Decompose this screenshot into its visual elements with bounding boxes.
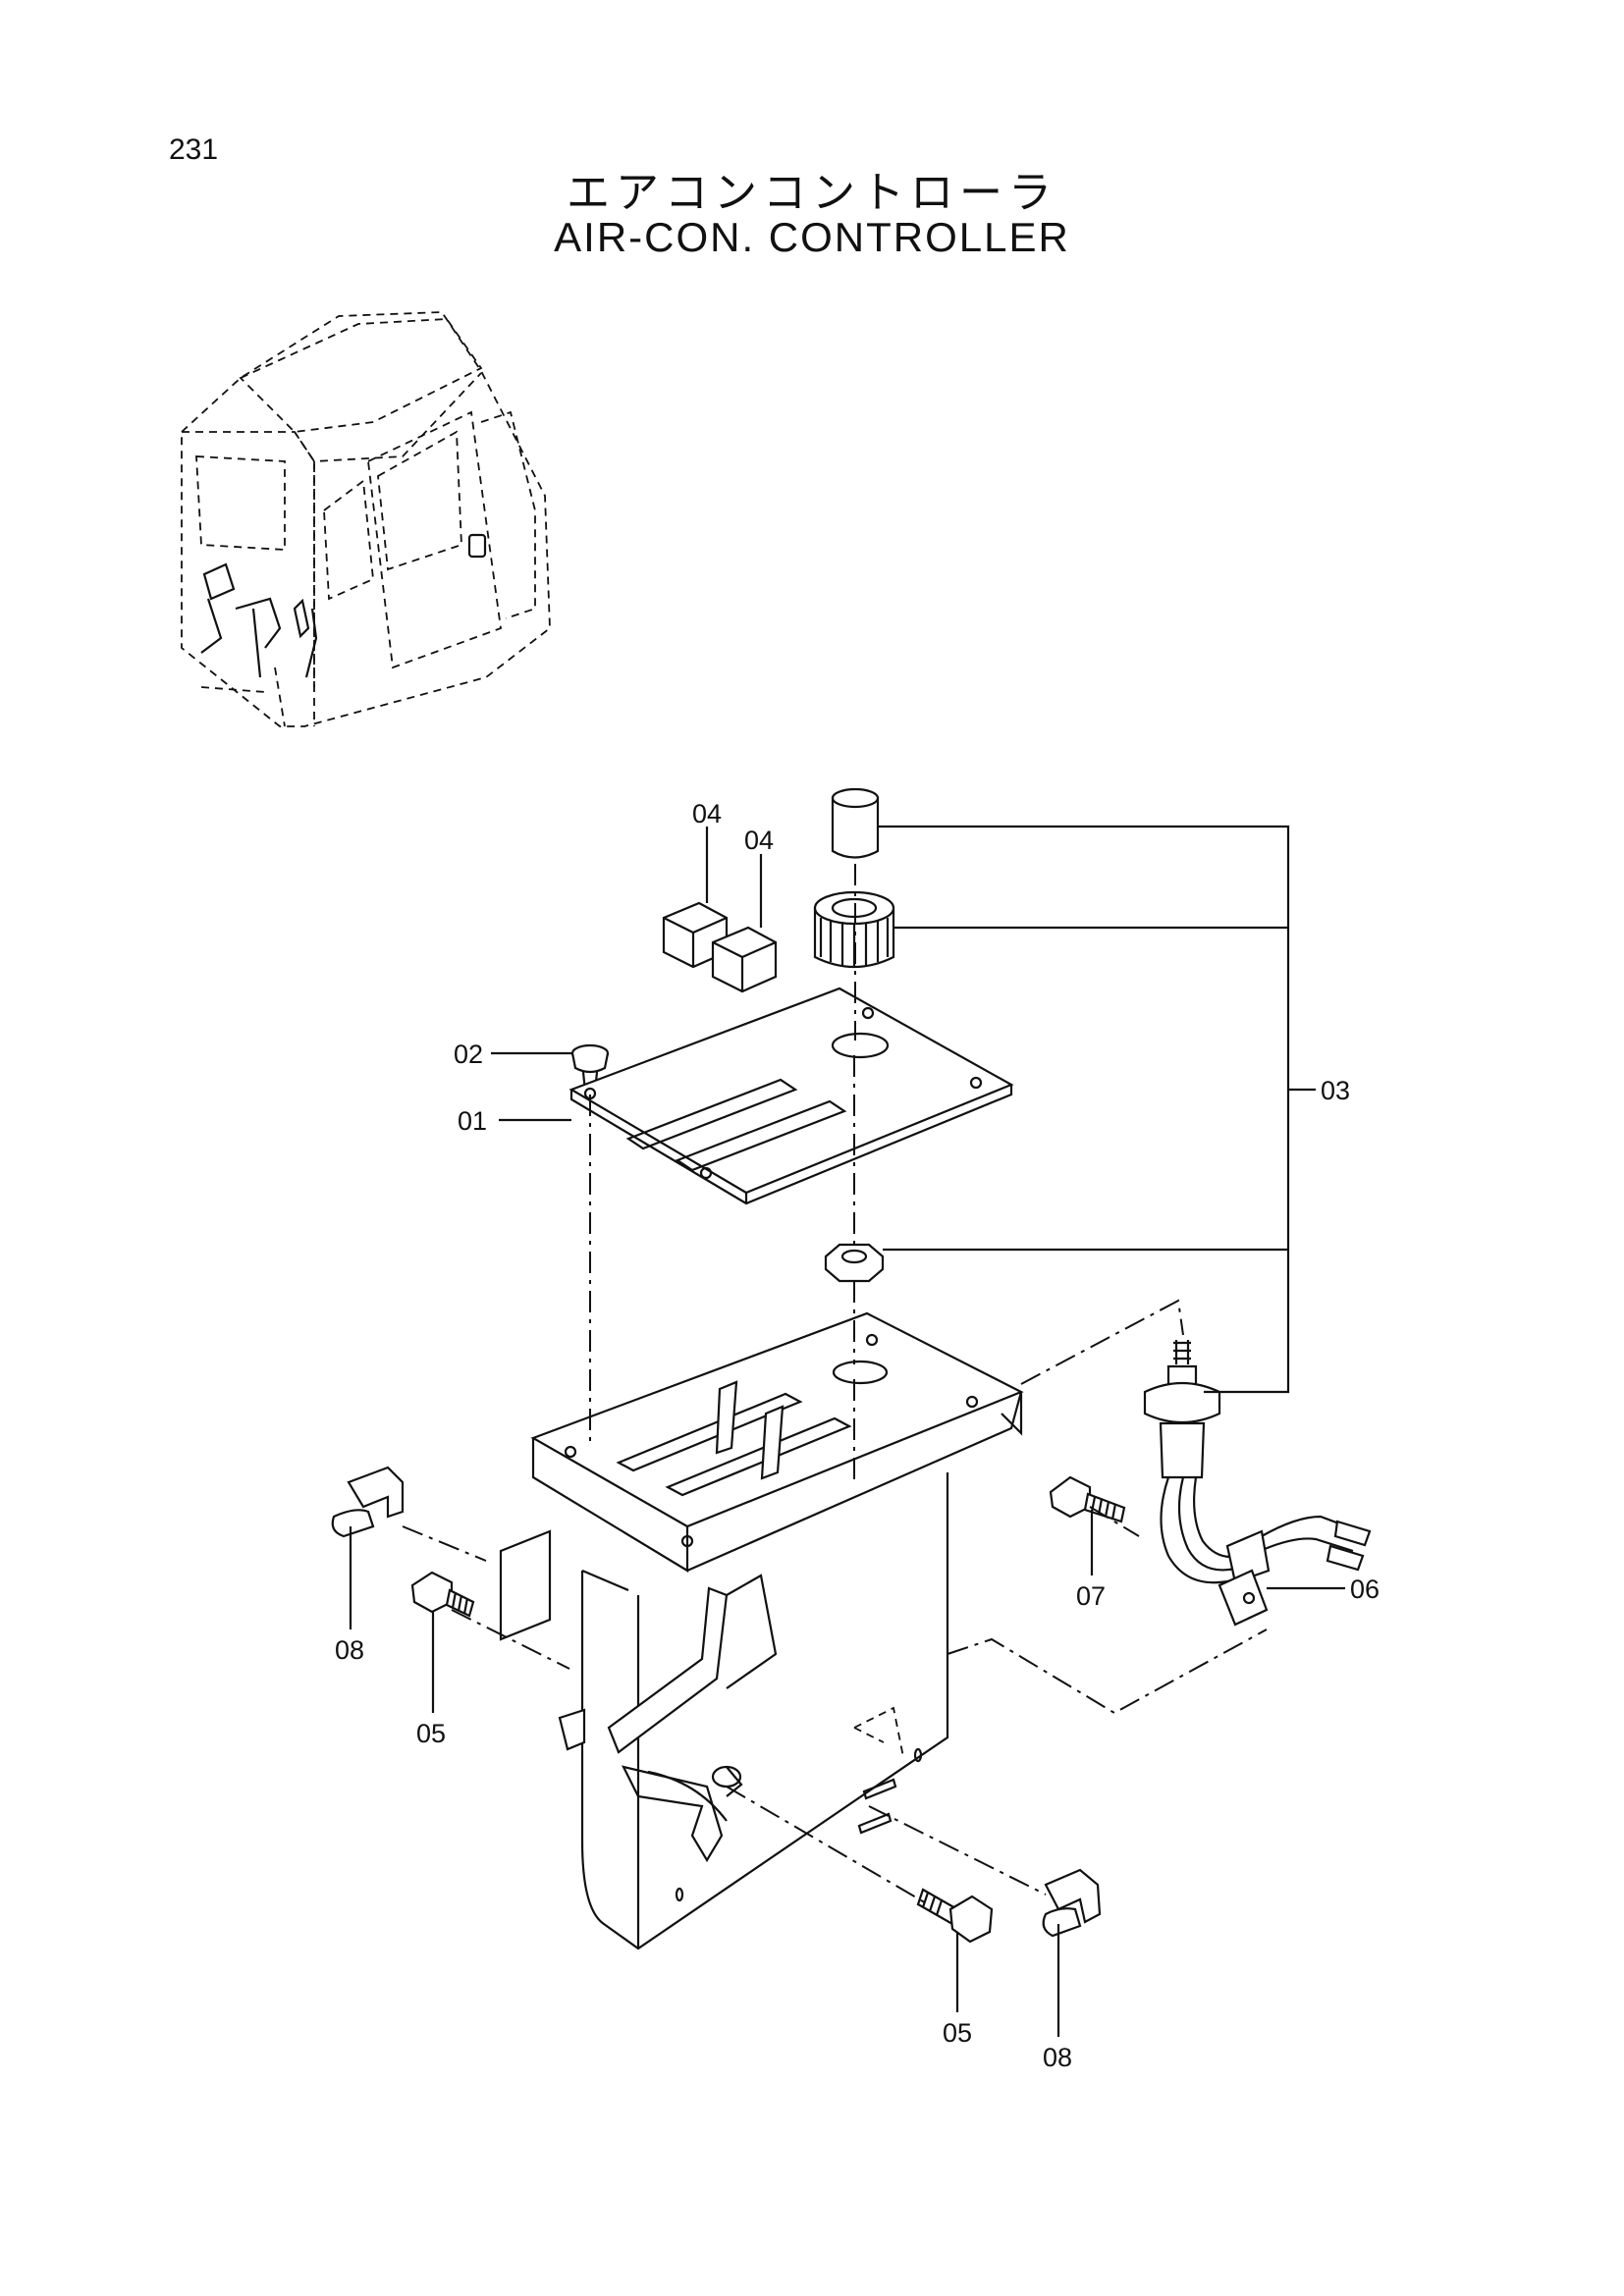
- callout-08-lower: 08: [1043, 2043, 1072, 2072]
- part-04-push-button-right: [711, 926, 778, 993]
- callout-01: 01: [458, 1106, 487, 1136]
- part-05-bolt-upper: [410, 1571, 475, 1618]
- cab-overview-illustration: [181, 311, 551, 727]
- callout-04-left: 04: [692, 799, 722, 828]
- callout-03: 03: [1321, 1076, 1350, 1105]
- page-title-english: AIR-CON. CONTROLLER: [554, 214, 1070, 260]
- callout-06: 06: [1350, 1575, 1380, 1604]
- part-05-bolt-lower: [916, 1888, 994, 1944]
- part-01-panel-plate: [568, 987, 1014, 1205]
- assembly-center-lines: [402, 864, 1268, 1905]
- part-07-bolt: [1049, 1475, 1126, 1523]
- part-03-knob-cap: [831, 787, 880, 859]
- part-03-hex-nut: [824, 1243, 885, 1283]
- part-08-clip-lower: [1042, 1868, 1102, 1938]
- controller-bracket-body: [499, 1311, 1024, 1950]
- page-number: 231: [169, 133, 219, 166]
- callout-08-upper: 08: [335, 1635, 364, 1665]
- callout-05-lower: 05: [943, 2018, 972, 2048]
- leader-lines: [349, 825, 1345, 2037]
- callout-04-right: 04: [744, 826, 774, 855]
- part-02-screw: [570, 1043, 610, 1094]
- part-03-sensor-switch: [1143, 1340, 1372, 1584]
- callout-02: 02: [454, 1040, 483, 1069]
- part-08-clip-upper: [331, 1466, 405, 1538]
- part-06-clamp: [1218, 1569, 1269, 1627]
- callout-07: 07: [1076, 1581, 1106, 1611]
- page-title-japanese: エアコンコントローラ: [567, 168, 1057, 218]
- callout-05-upper: 05: [416, 1719, 446, 1748]
- part-04-push-button-left: [662, 901, 729, 969]
- part-03-knurled-knob: [813, 890, 895, 969]
